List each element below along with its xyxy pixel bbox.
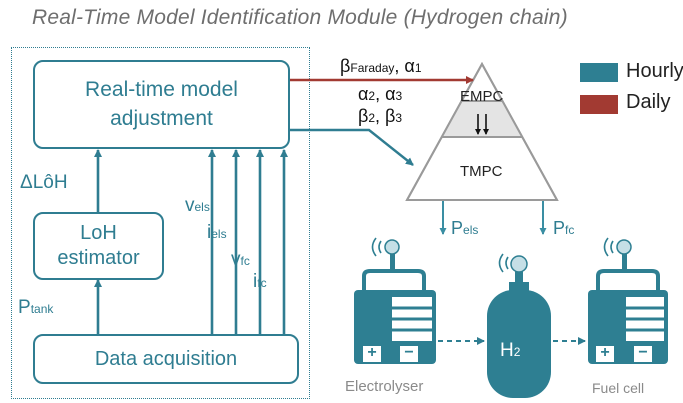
electrolyser-label: Electrolyser bbox=[345, 378, 424, 395]
h2-label: H2 bbox=[500, 340, 520, 362]
beta3-symbol: , β bbox=[375, 106, 396, 126]
electrolyser-plus: + bbox=[367, 344, 377, 361]
beta2-sub: 2 bbox=[368, 111, 376, 125]
p-fc-label: Pfc bbox=[553, 218, 574, 239]
param-daily-label: βFaraday, α1 bbox=[340, 56, 422, 77]
p-els-sub: els bbox=[463, 223, 479, 237]
mpc-pyramid bbox=[405, 61, 559, 201]
param-beta-label: β2, β3 bbox=[358, 106, 402, 127]
i-fc-label: ifc bbox=[253, 271, 267, 293]
v-els-v: v bbox=[185, 195, 195, 216]
h2-h: H bbox=[500, 340, 514, 361]
h2-sub: 2 bbox=[513, 345, 521, 359]
fuel-cell-plus: + bbox=[600, 344, 610, 361]
h2-tank-graphic bbox=[487, 253, 551, 398]
rtma-line-2: adjustment bbox=[110, 106, 213, 130]
p-tank-label: Ptank bbox=[18, 297, 53, 319]
i-els-i: i bbox=[207, 222, 212, 243]
alpha2-symbol: α bbox=[358, 84, 369, 104]
legend-swatch-hourly bbox=[580, 63, 618, 82]
v-els-sub: els bbox=[194, 200, 210, 214]
alpha1-symbol: , α bbox=[394, 56, 415, 76]
beta2-symbol: β bbox=[358, 106, 369, 126]
alpha1-sub: 1 bbox=[414, 61, 422, 75]
beta3-sub: 3 bbox=[395, 111, 403, 125]
faraday-sub: Faraday bbox=[350, 61, 395, 75]
v-fc-label: vfc bbox=[231, 249, 250, 271]
p-fc-p: P bbox=[553, 218, 566, 238]
alpha2-sub: 2 bbox=[368, 89, 376, 103]
loh-estimator-box: LoH estimator bbox=[33, 212, 164, 280]
i-els-sub: els bbox=[211, 227, 227, 241]
empc-label: EMPC bbox=[460, 88, 504, 105]
beta-symbol: β bbox=[340, 56, 351, 76]
legend-swatch-daily bbox=[580, 95, 618, 114]
data-acquisition-label: Data acquisition bbox=[94, 347, 238, 370]
realtime-model-adjustment-box: Real-time model adjustment bbox=[33, 60, 290, 149]
p-tank-sub: tank bbox=[30, 302, 54, 316]
alpha3-symbol: , α bbox=[375, 84, 396, 104]
v-fc-v: v bbox=[231, 249, 241, 270]
p-els-p: P bbox=[451, 218, 464, 238]
legend-label-hourly: Hourly bbox=[626, 60, 683, 82]
param-alpha-label: α2, α3 bbox=[358, 84, 402, 105]
i-fc-i: i bbox=[253, 271, 258, 292]
electrolyser-minus: − bbox=[404, 344, 414, 361]
fuel-cell-label: Fuel cell bbox=[592, 380, 645, 396]
module-frame bbox=[11, 47, 310, 399]
electrolyser-graphic bbox=[354, 237, 436, 364]
i-fc-sub: fc bbox=[257, 276, 267, 290]
loh-line-1: LoH bbox=[80, 222, 117, 244]
data-acquisition-box: Data acquisition bbox=[33, 334, 299, 384]
v-els-label: vels bbox=[185, 195, 210, 217]
rtma-line-1: Real-time model bbox=[85, 78, 238, 102]
p-tank-p: P bbox=[18, 297, 31, 318]
delta-loh-label: ΔLôH bbox=[20, 172, 68, 193]
alpha3-sub: 3 bbox=[395, 89, 403, 103]
legend-label-daily: Daily bbox=[626, 91, 671, 113]
loh-line-2: estimator bbox=[57, 247, 140, 269]
fuel-cell-graphic bbox=[588, 237, 668, 364]
p-fc-sub: fc bbox=[565, 223, 575, 237]
i-els-label: iels bbox=[207, 222, 227, 244]
v-fc-sub: fc bbox=[240, 254, 250, 268]
fuel-cell-minus: − bbox=[638, 344, 648, 361]
diagram-title: Real-Time Model Identification Module (H… bbox=[32, 6, 568, 29]
p-els-label: Pels bbox=[451, 218, 478, 239]
tmpc-label: TMPC bbox=[460, 163, 503, 180]
